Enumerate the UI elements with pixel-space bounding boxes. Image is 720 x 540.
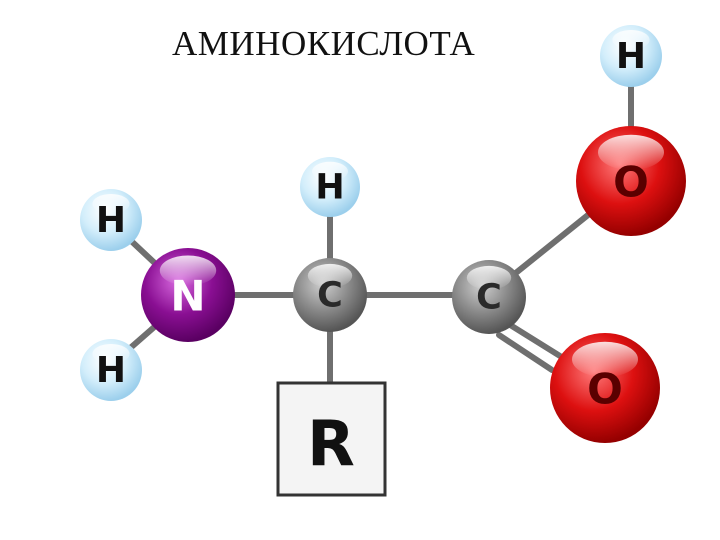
atom-label-o-hydroxyl: O <box>613 158 649 207</box>
atom-label-h-alpha: H <box>315 168 344 208</box>
atom-c-alpha: C <box>293 258 367 332</box>
atom-highlight-o-carbonyl <box>572 341 638 377</box>
atoms: H O H H N C C H O <box>80 25 686 443</box>
atom-label-n-amino: N <box>170 271 205 320</box>
atom-h-amino-bottom: H <box>80 339 142 401</box>
atom-c-carboxyl: C <box>452 260 526 334</box>
atom-highlight-h-alpha <box>312 161 348 181</box>
bonds <box>125 82 634 387</box>
atom-h-carboxyl: H <box>600 25 662 87</box>
side-chain-label: R <box>307 407 355 480</box>
atom-highlight-h-amino-top <box>92 193 130 214</box>
atom-highlight-c-alpha <box>307 263 353 288</box>
atom-label-o-carbonyl: O <box>587 365 623 414</box>
atom-label-h-carboxyl: H <box>616 36 646 77</box>
atom-highlight-h-carboxyl <box>612 29 650 50</box>
atom-o-carbonyl: O <box>550 333 660 443</box>
page-title: АМИНОКИСЛОТА <box>172 24 476 63</box>
atom-o-hydroxyl: O <box>576 126 686 236</box>
side-chain-r: R <box>276 381 387 497</box>
atom-highlight-c-carboxyl <box>466 265 512 290</box>
atom-highlight-o-hydroxyl <box>598 134 664 170</box>
atom-label-h-amino-bottom: H <box>96 350 126 391</box>
atom-h-amino-top: H <box>80 189 142 251</box>
bond-c-carboxyl-o-double-b <box>496 332 555 373</box>
atom-highlight-h-amino-bottom <box>92 343 130 364</box>
side-chain-box <box>276 381 387 497</box>
atom-highlight-n-amino <box>159 255 217 286</box>
atom-label-h-amino-top: H <box>96 200 126 241</box>
bond-o-hydroxyl-c <box>509 212 591 279</box>
atom-label-c-alpha: C <box>317 276 343 316</box>
bond-c-carboxyl-o-double-a <box>504 320 563 359</box>
atom-n-amino: N <box>141 248 235 342</box>
atom-label-c-carboxyl: C <box>476 278 502 318</box>
atom-h-alpha: H <box>300 157 360 217</box>
